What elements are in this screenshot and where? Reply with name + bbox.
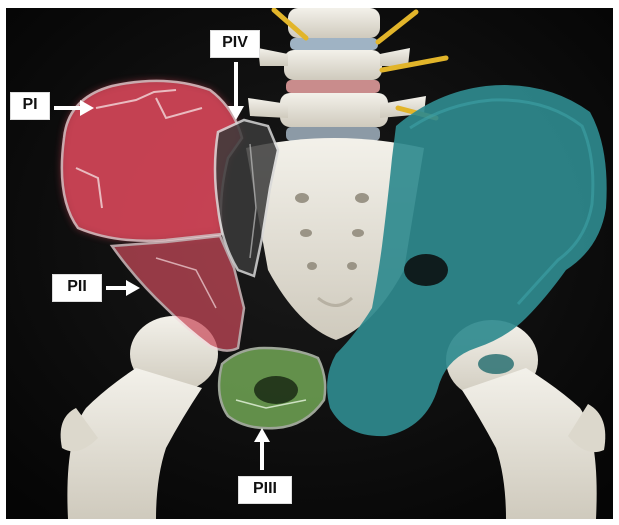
label-piv: PIV xyxy=(210,30,260,58)
label-pii: PII xyxy=(52,274,102,302)
pelvis-image-frame: PI PIV PII PIII xyxy=(6,8,613,519)
pelvis-illustration xyxy=(6,8,613,519)
label-piii: PIII xyxy=(238,476,292,504)
zone-piii xyxy=(219,348,325,428)
label-pi: PI xyxy=(10,92,50,120)
